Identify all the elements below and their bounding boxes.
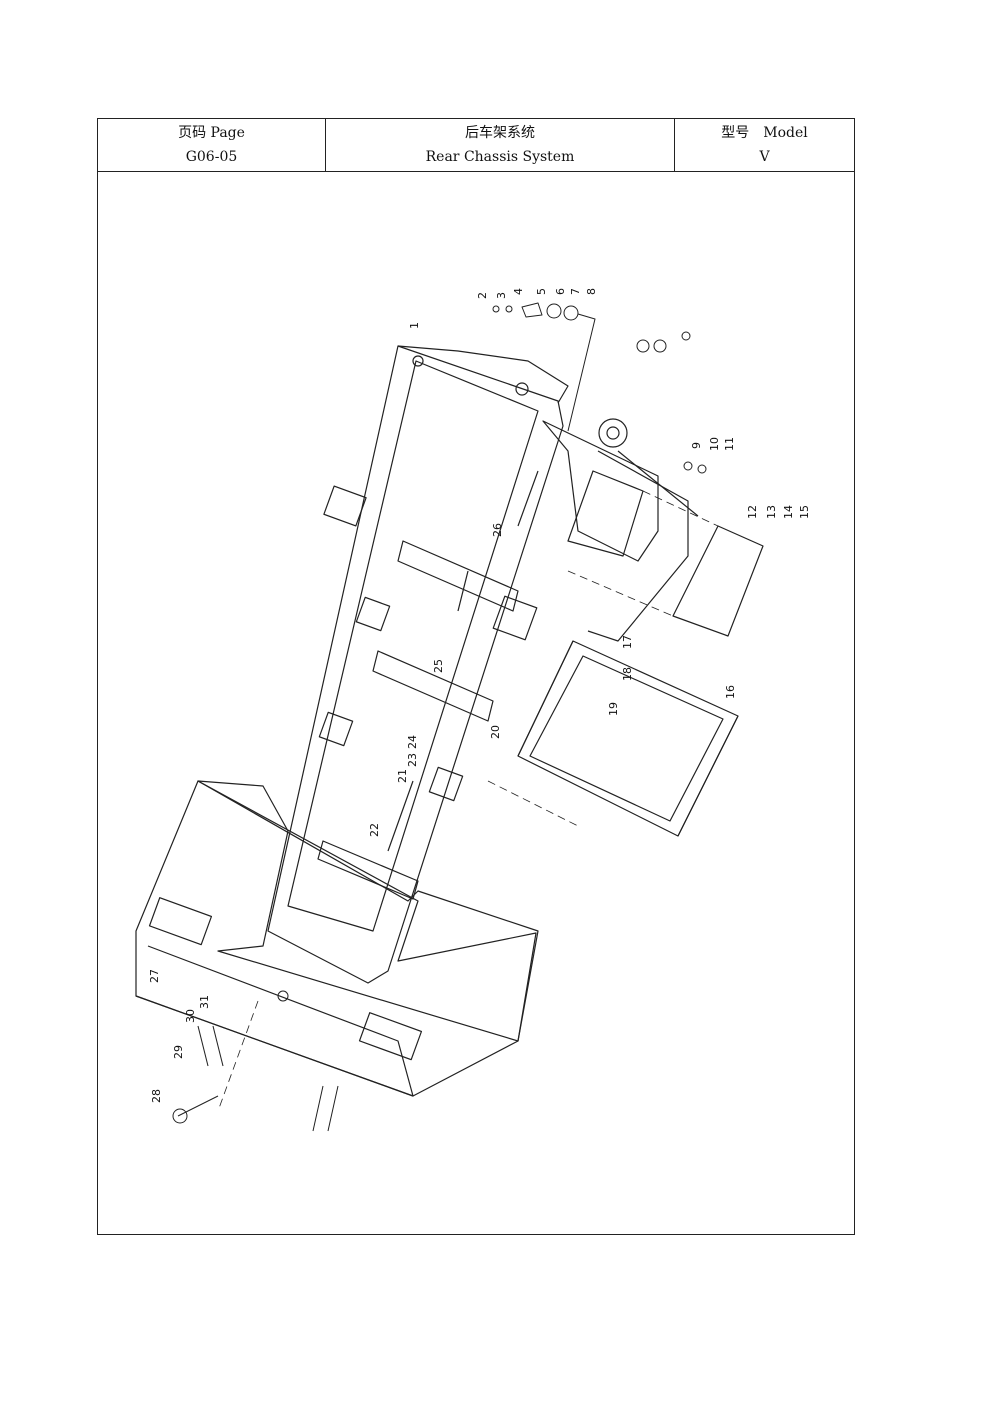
callout-14: 14	[782, 505, 795, 519]
callout-6: 6	[554, 288, 567, 295]
model-value: V	[759, 149, 770, 165]
callout-5: 5	[535, 288, 548, 295]
callout-9: 9	[690, 442, 703, 449]
callout-28: 28	[150, 1089, 163, 1103]
callout-26: 26	[491, 523, 504, 537]
title-cell: 后车架系统 Rear Chassis System	[326, 119, 675, 171]
parts-sheet: 页码 Page G06-05 后车架系统 Rear Chassis System…	[97, 118, 855, 1235]
header-table: 页码 Page G06-05 后车架系统 Rear Chassis System…	[98, 119, 854, 172]
title-en: Rear Chassis System	[425, 149, 575, 165]
callout-2: 2	[476, 292, 489, 299]
callout-4: 4	[512, 288, 525, 295]
callout-15: 15	[798, 505, 811, 519]
callout-24: 24	[406, 735, 419, 749]
callout-8: 8	[585, 288, 598, 295]
page-label: 页码 Page	[178, 125, 245, 141]
callout-13: 13	[765, 505, 778, 519]
title-cn: 后车架系统	[465, 125, 535, 141]
callout-11: 11	[723, 437, 736, 451]
callout-17: 17	[621, 635, 634, 649]
callout-25: 25	[432, 659, 445, 673]
callout-22: 22	[368, 823, 381, 837]
callout-27: 27	[148, 969, 161, 983]
page-number: G06-05	[185, 149, 238, 165]
page-cell: 页码 Page G06-05	[98, 119, 326, 171]
callout-20: 20	[489, 725, 502, 739]
model-cell: 型号 Model V	[675, 119, 854, 171]
model-label: 型号 Model	[721, 125, 808, 141]
callout-16: 16	[724, 685, 737, 699]
callout-21: 21	[396, 769, 409, 783]
callout-18: 18	[621, 667, 634, 681]
callout-23: 23	[406, 753, 419, 767]
callout-30: 30	[184, 1009, 197, 1023]
chassis-illustration: 1 2 3 4 5 6 7 8 9 10 11 12 13 14 15 16 1…	[135, 288, 811, 1132]
callout-19: 19	[607, 702, 620, 716]
callout-7: 7	[569, 288, 582, 295]
frame-outline	[267, 345, 564, 984]
callout-labels: 1 2 3 4 5 6 7 8 9 10 11 12 13 14 15 16 1…	[148, 288, 811, 1103]
callout-3: 3	[495, 292, 508, 299]
callout-1: 1	[408, 322, 421, 329]
callout-29: 29	[172, 1045, 185, 1059]
callout-31: 31	[198, 995, 211, 1009]
callout-10: 10	[708, 437, 721, 451]
callout-12: 12	[746, 505, 759, 519]
exploded-view-drawing: 1 2 3 4 5 6 7 8 9 10 11 12 13 14 15 16 1…	[98, 171, 854, 1234]
